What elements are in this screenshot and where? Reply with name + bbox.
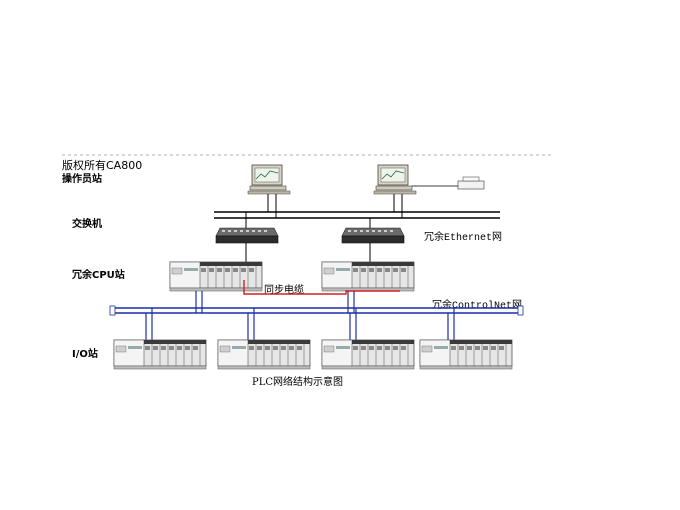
label-redundant-cpu: 冗余CPU站 xyxy=(72,270,125,281)
label-switch: 交换机 xyxy=(72,219,102,230)
label-sync-cable: 同步电缆 xyxy=(264,285,304,296)
plc-rack-icon xyxy=(169,261,263,292)
label-redundant-ethernet: 冗余Ethernet网 xyxy=(424,233,503,244)
plc-rack-icon xyxy=(321,339,415,370)
controlnet-terminator-right xyxy=(517,305,524,316)
network-switch-icon xyxy=(341,227,405,244)
plc-rack-icon xyxy=(419,339,513,370)
controlnet-terminator-left xyxy=(109,305,116,316)
sync-cable-line xyxy=(243,280,347,295)
diagram-caption: PLC网络结构示意图 xyxy=(252,377,344,388)
plc-rack-icon xyxy=(321,261,415,292)
label-io-station: I/O站 xyxy=(72,349,98,360)
label-operator-station: 操作员站 xyxy=(62,174,102,185)
computer-icon xyxy=(247,164,291,195)
network-switch-icon xyxy=(215,227,279,244)
label-redundant-controlnet: 冗余ControlNet网 xyxy=(432,301,523,312)
computer-icon xyxy=(373,164,417,195)
plc-rack-icon xyxy=(217,339,311,370)
printer-icon xyxy=(457,176,485,190)
watermark-text: 版权所有CA800 xyxy=(62,159,143,172)
plc-rack-icon xyxy=(113,339,207,370)
